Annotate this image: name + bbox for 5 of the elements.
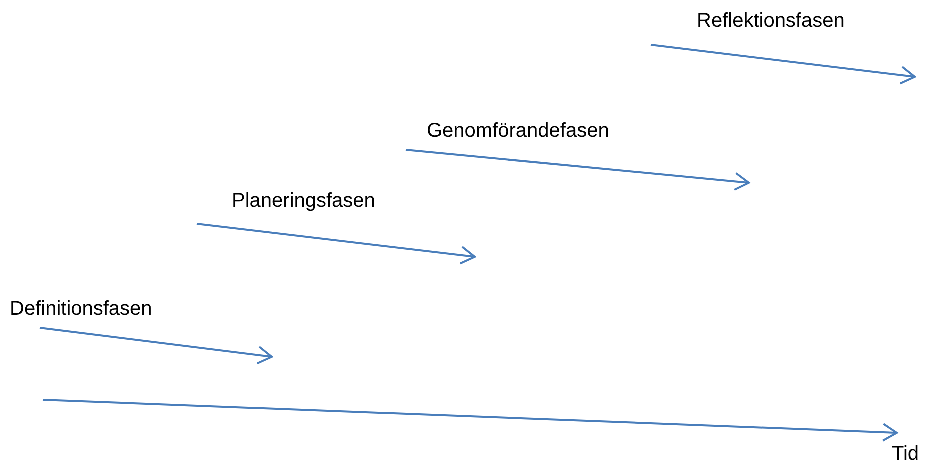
phase-label: Genomförandefasen (427, 119, 610, 143)
phase-label: Reflektionsfasen (697, 9, 845, 33)
phase-label: Definitionsfasen (10, 297, 152, 321)
phase-label: Planeringsfasen (232, 189, 376, 213)
axis-label: Tid (892, 442, 920, 464)
